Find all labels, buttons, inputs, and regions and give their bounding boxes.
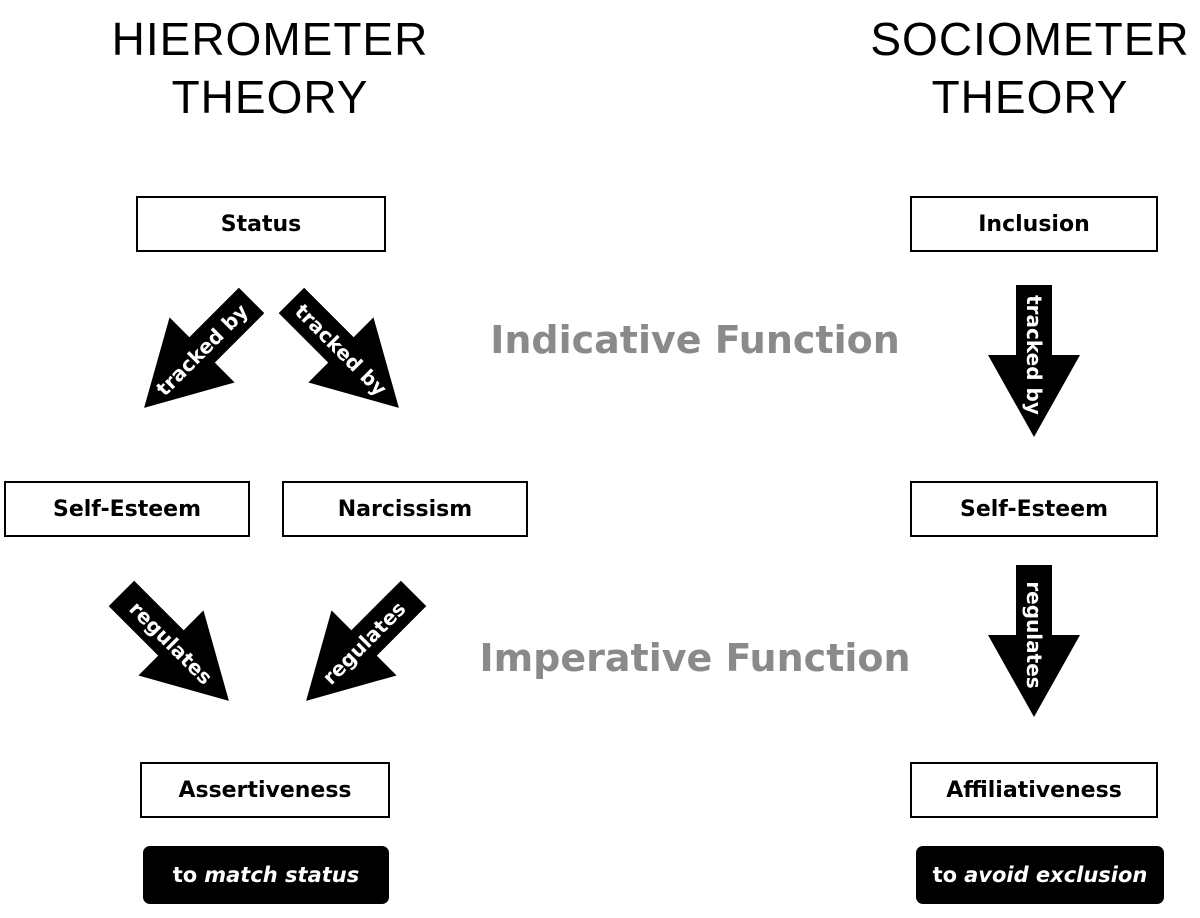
arrow-status-to-self-esteem: tracked by [111,267,285,441]
avoid-exclusion-note: to avoid exclusion [916,846,1164,904]
affiliativeness-box: Affiliativeness [910,762,1158,818]
arrow-status-to-narcissism: tracked by [258,267,432,441]
avoid-exclusion-note-emphasis: avoid exclusion [964,863,1148,887]
sociometer-title: SOCIOMETER THEORY [840,10,1200,126]
match-status-note-emphasis: match status [204,863,360,887]
match-status-note-prefix: to [172,863,198,887]
avoid-exclusion-note-prefix: to [932,863,958,887]
arrow-narcissism-to-assertiveness: regulates [273,560,447,734]
narcissism-box: Narcissism [282,481,528,537]
arrow-label-tracked-by-sociometer: tracked by [1022,295,1046,415]
arrow-label-regulates-sociometer: regulates [1022,581,1046,688]
assertiveness-box: Assertiveness [140,762,390,818]
sociometer-title-line2: THEORY [931,71,1129,123]
match-status-note: to match status [143,846,389,904]
status-box: Status [136,196,386,252]
hierometer-title-line2: THEORY [171,71,369,123]
indicative-function-label: Indicative Function [490,318,900,362]
self-esteem-box-hierometer: Self-Esteem [4,481,250,537]
hierometer-title-line1: HIEROMETER [111,13,429,65]
hierometer-title: HIEROMETER THEORY [60,10,480,126]
inclusion-box: Inclusion [910,196,1158,252]
imperative-function-label: Imperative Function [479,636,911,680]
arrow-inclusion-to-self-esteem: tracked by [988,285,1080,437]
self-esteem-box-sociometer: Self-Esteem [910,481,1158,537]
arrow-self-esteem-to-assertiveness: regulates [88,560,262,734]
arrow-self-esteem-to-affiliativeness: regulates [988,565,1080,717]
sociometer-title-line1: SOCIOMETER [870,13,1190,65]
